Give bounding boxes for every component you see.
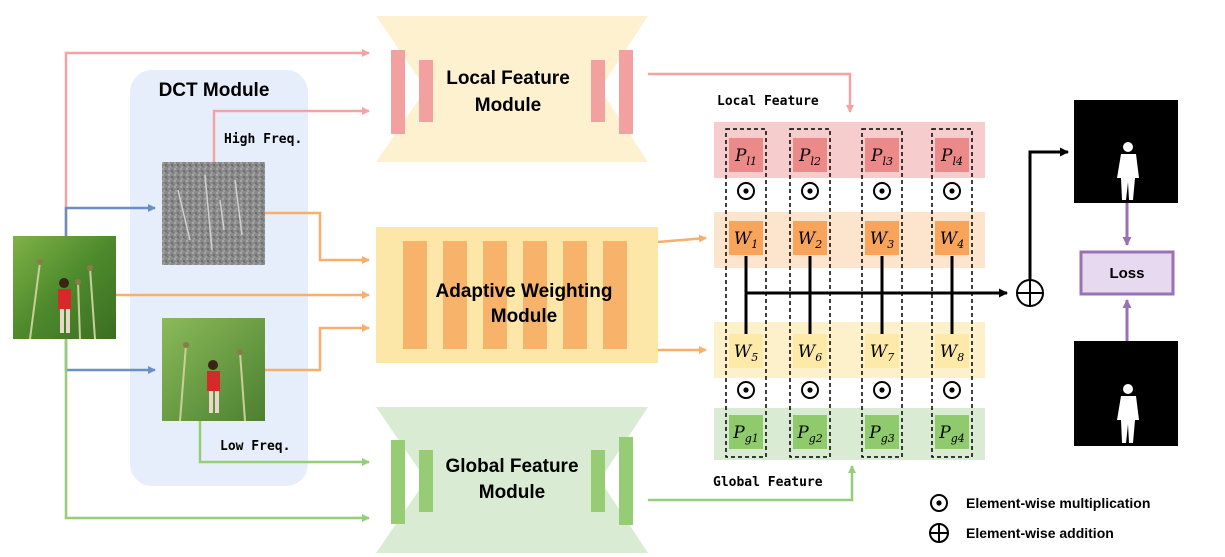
green-arrows: [64, 339, 856, 522]
addition-symbol: [1016, 279, 1044, 307]
grid-cell-label: Pg4: [938, 423, 965, 445]
multiplication-symbol-dot: [743, 188, 749, 194]
high-frequency-image: [162, 162, 265, 265]
multiplication-legend-label: Element-wise multiplication: [966, 495, 1150, 511]
grid-cell-global-parts: [935, 415, 969, 449]
grid-cell-label: Pl4: [940, 146, 963, 168]
grid-column-outline: [861, 128, 903, 458]
global-feature-module-label-2: Module: [479, 482, 546, 503]
grid-cell-label: Pl3: [870, 146, 893, 168]
grid-cell-global-parts: [729, 415, 763, 449]
grid-column-outline: [725, 128, 767, 458]
multiplication-symbol-dot: [949, 387, 955, 393]
multiplication-symbol-dot: [743, 387, 749, 393]
grid-cell-weights-top: [865, 221, 899, 255]
ground-truth-mask-image: [1074, 341, 1178, 446]
grid-cell-label: Pl2: [798, 146, 821, 168]
grid-cell-label: W1: [734, 229, 758, 251]
grid-cell-label: Pl1: [734, 146, 757, 168]
grid-cell-weights-bottom: [935, 334, 969, 368]
high-frequency-label: High Freq.: [224, 132, 302, 147]
global-feature-module: [376, 407, 648, 553]
grid-cell-local-parts: [729, 138, 763, 172]
adaptive-weighting-label-1: Adaptive Weighting: [436, 281, 613, 302]
predicted-mask-image: [1074, 100, 1178, 203]
grid-cell-weights-top: [935, 221, 969, 255]
grid-cell-label: Pg2: [796, 423, 823, 445]
weight-connectors: [744, 147, 1069, 336]
multiplication-legend-icon: [930, 494, 948, 512]
local-feature-label: Local Feature: [717, 94, 819, 109]
addition-legend-label: Element-wise addition: [966, 525, 1114, 541]
grid-cell-weights-top: [729, 221, 763, 255]
local-feature-module-label-1: Local Feature: [446, 68, 570, 89]
grid-cell-local-parts: [793, 138, 827, 172]
local-feature-bars: [391, 50, 633, 134]
local-feature-module: [376, 16, 648, 162]
loss-box: [1079, 250, 1175, 296]
adaptive-weighting-bars: [403, 241, 627, 349]
grid-cell-label: W5: [734, 342, 758, 364]
multiplication-symbol-dot: [807, 387, 813, 393]
adaptive-weighting-label-2: Module: [491, 306, 558, 327]
grid-cell-local-parts: [865, 138, 899, 172]
grid-cell-weights-bottom: [865, 334, 899, 368]
grid-cell-weights-top: [793, 221, 827, 255]
grid-cell-label: W4: [940, 229, 964, 251]
grid-cell-label: Pg3: [868, 423, 895, 445]
addition-legend-icon: [929, 523, 949, 543]
grid-cell-weights-bottom: [729, 334, 763, 368]
multiplication-symbol-dot: [879, 387, 885, 393]
grid-cell-label: Pg1: [732, 423, 759, 445]
grid-column-outline: [789, 128, 831, 458]
orange-arrows: [116, 211, 707, 372]
grid-cell-weights-bottom: [793, 334, 827, 368]
grid-cell-label: W2: [798, 229, 822, 251]
global-feature-module-label-1: Global Feature: [445, 456, 578, 477]
dct-module-title: DCT Module: [159, 80, 270, 101]
grid-cell-label: W7: [870, 342, 894, 364]
global-feature-label: Global Feature: [713, 475, 823, 490]
multiplication-symbol-dot: [807, 188, 813, 194]
grid-cell-global-parts: [793, 415, 827, 449]
global-feature-bars: [391, 437, 633, 525]
low-frequency-label: Low Freq.: [220, 439, 290, 454]
legend: Element-wise multiplication Element-wise…: [929, 494, 1150, 543]
loss-label: Loss: [1109, 265, 1144, 282]
multiplication-symbol-dot: [949, 188, 955, 194]
low-frequency-image: [162, 318, 265, 422]
pink-arrows: [64, 49, 854, 236]
grid-cell-label: W8: [940, 342, 964, 364]
grid-cell-local-parts: [935, 138, 969, 172]
multiplication-symbol-dot: [879, 188, 885, 194]
local-feature-module-label-2: Module: [475, 95, 542, 116]
input-image: [13, 236, 116, 340]
grid-cell-global-parts: [865, 415, 899, 449]
grid-cell-label: W6: [798, 342, 822, 364]
grid-column-outline: [931, 128, 973, 458]
grid-cell-label: W3: [870, 229, 894, 251]
